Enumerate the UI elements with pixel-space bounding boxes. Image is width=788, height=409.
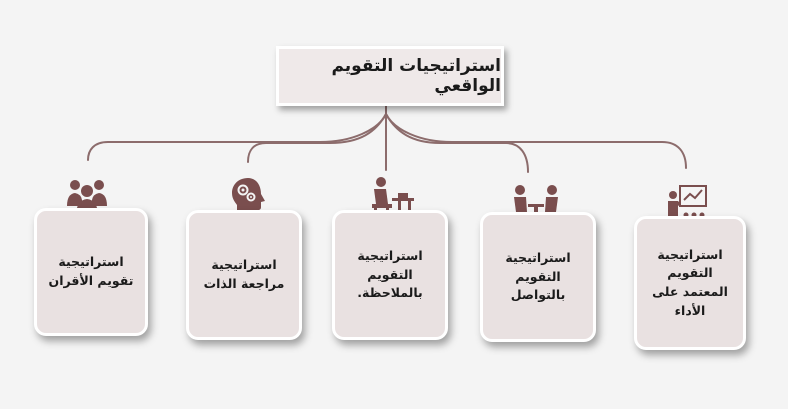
strategy-label: استراتيجية التقويم المعتمد على الأداء bbox=[652, 246, 728, 318]
branch-line-2 bbox=[247, 113, 387, 163]
head-gears-icon bbox=[232, 178, 265, 215]
strategy-card-performance: استراتيجية التقويم المعتمد على الأداء bbox=[634, 216, 746, 350]
strategy-label: استراتيجية تقويم الأقران bbox=[48, 254, 134, 288]
diagram-title: استراتيجيات التقويم الواقعي bbox=[276, 46, 504, 106]
branch-line-4 bbox=[385, 113, 529, 173]
strategy-label: استراتيجية التقويم بالتواصل bbox=[505, 249, 571, 303]
strategy-label: استراتيجية التقويم بالملاحظة. bbox=[357, 247, 423, 301]
strategy-card-communication: استراتيجية التقويم بالتواصل bbox=[480, 212, 596, 342]
strategy-card-observation: استراتيجية التقويم بالملاحظة. bbox=[332, 210, 448, 340]
strategy-label: استراتيجية مراجعة الذات bbox=[203, 257, 285, 291]
branch-line-1 bbox=[87, 113, 387, 161]
strategy-card-self-review: استراتيجية مراجعة الذات bbox=[186, 210, 302, 340]
branch-line-5 bbox=[385, 113, 687, 169]
strategy-card-peer-assessment: استراتيجية تقويم الأقران bbox=[34, 208, 148, 336]
